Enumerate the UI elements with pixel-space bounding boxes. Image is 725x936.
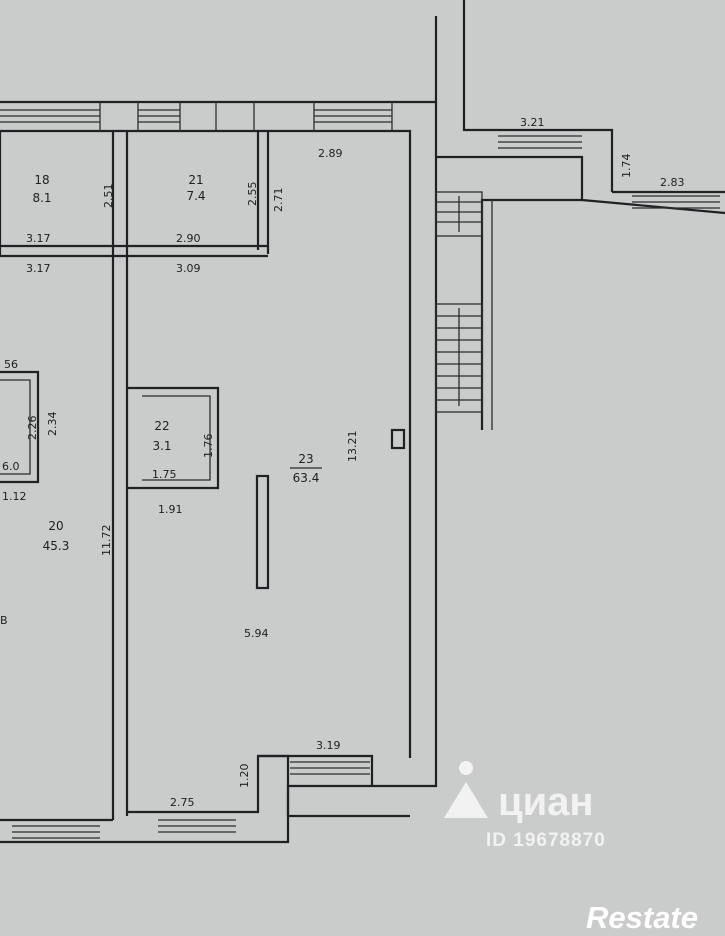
stair-lower (435, 303, 483, 413)
dim-closet-b: 2.34 (46, 412, 59, 437)
window-right-far (632, 195, 720, 209)
dim-bottom-window: 3.19 (316, 739, 341, 752)
dim-left-small: 1.12 (2, 490, 27, 503)
top-window-ticks (99, 102, 393, 131)
room-23-area: 63.4 (293, 471, 320, 485)
upper-right-wall-4 (581, 198, 725, 215)
dim-room23-height: 13.21 (346, 431, 359, 463)
top-wall (0, 16, 438, 104)
dim-left-bottom-b: 3.17 (26, 262, 51, 275)
walls (0, 0, 725, 844)
window-top-left (0, 109, 100, 123)
window-bottom-mid (158, 819, 236, 833)
bottom-wall-step (258, 754, 374, 786)
upper-right-wall-2 (436, 155, 584, 430)
room23-column (255, 474, 270, 590)
room-18: 18 8.1 (32, 173, 51, 205)
room-22-area: 3.1 (152, 439, 171, 453)
upper-right-wall (462, 0, 614, 192)
dim-room21-width-a: 2.55 (246, 182, 259, 207)
room-20-number: 20 (48, 519, 63, 533)
left-closet (0, 370, 40, 484)
watermark-brand: циан (498, 780, 594, 824)
dim-right-side-small: 1.74 (620, 154, 633, 179)
left-closet-inner (0, 379, 31, 475)
room22-inner (142, 395, 211, 481)
room22-wall (127, 386, 220, 490)
cian-logo-icon (444, 761, 488, 818)
dim-room23-mid: 5.94 (244, 627, 269, 640)
dim-bottom-step: 1.20 (238, 764, 251, 789)
dim-room22-below: 1.91 (158, 503, 183, 516)
room-22-number: 22 (154, 419, 169, 433)
restate-logo: Restate (586, 900, 698, 935)
window-bottom-left (12, 825, 100, 839)
dim-closet-a: 2.26 (26, 416, 39, 441)
watermark-id: ID 19678870 (486, 830, 606, 851)
dim-right-top-window: 3.21 (520, 116, 545, 129)
stair-upper (435, 191, 483, 237)
room-20-area: 45.3 (43, 539, 70, 553)
stairs (435, 191, 483, 413)
window-top-right (314, 109, 392, 123)
room-18-number: 18 (34, 173, 49, 187)
dim-room20-height: 11.72 (100, 525, 113, 557)
dim-top-window-right: 2.89 (318, 147, 343, 160)
dim-right-far-window: 2.83 (660, 176, 685, 189)
room-21-area: 7.4 (186, 189, 205, 203)
watermark: циан ID 19678870 (444, 761, 606, 851)
room-23: 23 63.4 (290, 452, 322, 485)
dim-room21-bottom-a: 2.90 (176, 232, 201, 245)
top-wall-inner-2 (130, 129, 412, 758)
room-labels: 18 8.1 21 7.4 20 45.3 22 3.1 23 63.4 (32, 173, 322, 553)
dim-room21-width-b: 2.71 (272, 188, 285, 213)
room-23-number: 23 (298, 452, 313, 466)
room-20: 20 45.3 (43, 519, 70, 553)
window-bottom-right (290, 761, 370, 775)
window-right-top (498, 135, 582, 149)
room23-socket (390, 428, 406, 450)
room-21-number: 21 (188, 173, 203, 187)
dim-bottom-left-window: 2.75 (170, 796, 195, 809)
dim-closet-c: 6.0 (2, 460, 20, 473)
room-22: 22 3.1 (152, 419, 171, 453)
dim-left-edge-b: B (0, 614, 8, 627)
room-18-area: 8.1 (32, 191, 51, 205)
window-top-mid (138, 109, 180, 123)
bottom-wall-outer (0, 784, 372, 844)
room-21: 21 7.4 (186, 173, 205, 203)
dim-left-bottom-a: 3.17 (26, 232, 51, 245)
dim-room22-bottom: 1.75 (152, 468, 177, 481)
dim-cut-56: 56 (4, 358, 18, 371)
dim-room22-width: 1.76 (202, 434, 215, 459)
dim-room21-bottom-b: 3.09 (176, 262, 201, 275)
windows (0, 102, 720, 839)
dimension-labels: 2.89 3.21 1.74 2.83 2.51 2.55 2.71 3.17 … (0, 116, 685, 809)
dim-room18-width: 2.51 (102, 184, 115, 209)
restate-logo-text: Restate (586, 900, 698, 935)
